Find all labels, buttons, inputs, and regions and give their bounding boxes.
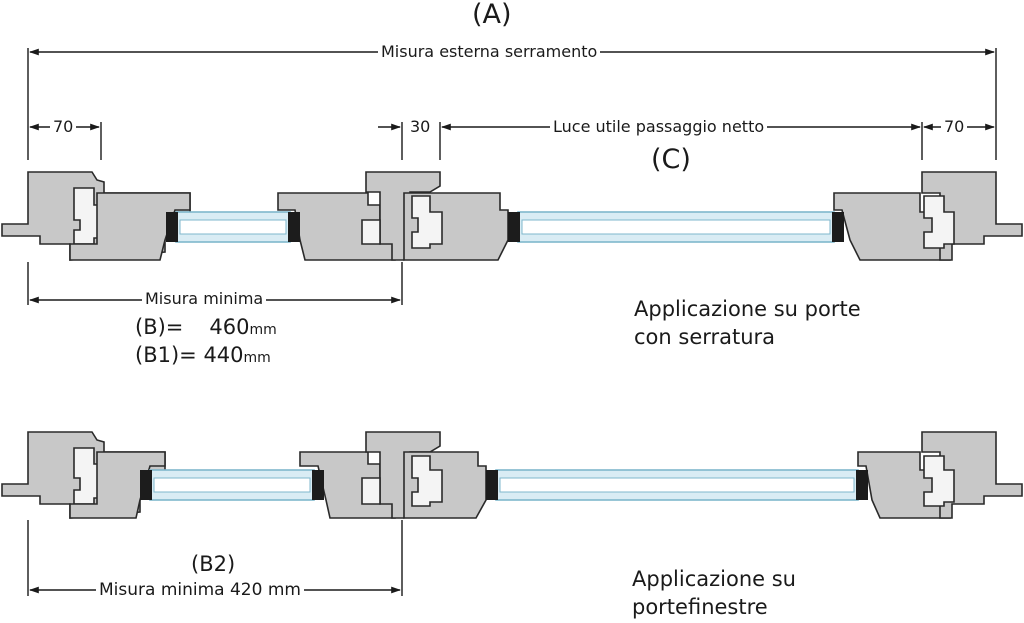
section-row-1: [1, 171, 1023, 261]
note-application-door-line2: con serratura: [634, 324, 776, 349]
section-row-2: [1, 431, 1023, 519]
label-a: (A): [472, 0, 512, 30]
label-b1-unit: mm: [243, 350, 271, 366]
label-left-70: 70: [50, 119, 77, 135]
label-b-unit: mm: [249, 322, 277, 338]
note-application-door-line1: Applicazione su porte: [634, 297, 861, 321]
label-c: (C): [651, 144, 691, 175]
label-b-line: (B)= 460mm: [135, 314, 277, 342]
note-application-french-door-line1: Applicazione su: [632, 567, 796, 591]
note-application-french-door-line2: portefinestre: [632, 594, 768, 619]
label-30: 30: [407, 119, 434, 135]
label-right-70: 70: [941, 119, 968, 135]
label-b2: (B2): [191, 552, 236, 576]
label-b1-line: (B1)= 440mm: [135, 342, 271, 370]
label-min-420: Misura minima 420 mm: [96, 582, 304, 599]
note-application-french-door: Applicazione su portefinestre: [632, 566, 796, 621]
label-clear-passage: Luce utile passaggio netto: [550, 119, 768, 135]
label-b-value: 460: [209, 315, 250, 339]
dimension-lines-top: [27, 48, 997, 160]
label-b: (B)=: [135, 315, 184, 339]
label-b1-value: 440: [203, 343, 244, 367]
label-min-size: Misura minima: [142, 291, 267, 307]
label-overall-dimension: Misura esterna serramento: [378, 44, 601, 60]
label-b1: (B1)=: [135, 343, 197, 367]
note-application-door: Applicazione su porte con serratura: [634, 296, 861, 351]
